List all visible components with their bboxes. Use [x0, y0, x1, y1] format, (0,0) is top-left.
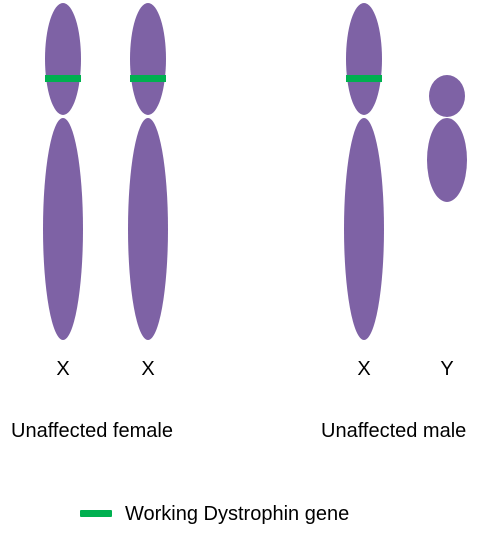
working-gene-band [130, 75, 166, 82]
chromosome-short-arm [45, 3, 81, 115]
chromosome-label-male-y: Y [440, 358, 454, 380]
chromosome-male-y [427, 75, 467, 202]
chromosome-male-x [344, 3, 384, 340]
chromosome-long-arm [427, 118, 467, 202]
chromosome-label-female-x1: X [56, 358, 70, 380]
working-gene-band [45, 75, 81, 82]
chromosome-label-male-x: X [357, 358, 371, 380]
chromosome-female-x2 [128, 3, 168, 340]
chromosome-short-arm [346, 3, 382, 115]
working-gene-band [346, 75, 382, 82]
legend-label: Working Dystrophin gene [125, 503, 350, 525]
chromosome-short-arm [130, 3, 166, 115]
legend-gene-swatch [80, 510, 112, 517]
chromosome-female-x1 [43, 3, 83, 340]
group-caption-female: Unaffected female [11, 420, 173, 442]
chromosome-short-arm [429, 75, 465, 117]
chromosome-label-female-x2: X [141, 358, 155, 380]
group-caption-male: Unaffected male [321, 420, 467, 442]
chromosome-long-arm [43, 118, 83, 340]
chromosome-long-arm [128, 118, 168, 340]
chromosome-long-arm [344, 118, 384, 340]
